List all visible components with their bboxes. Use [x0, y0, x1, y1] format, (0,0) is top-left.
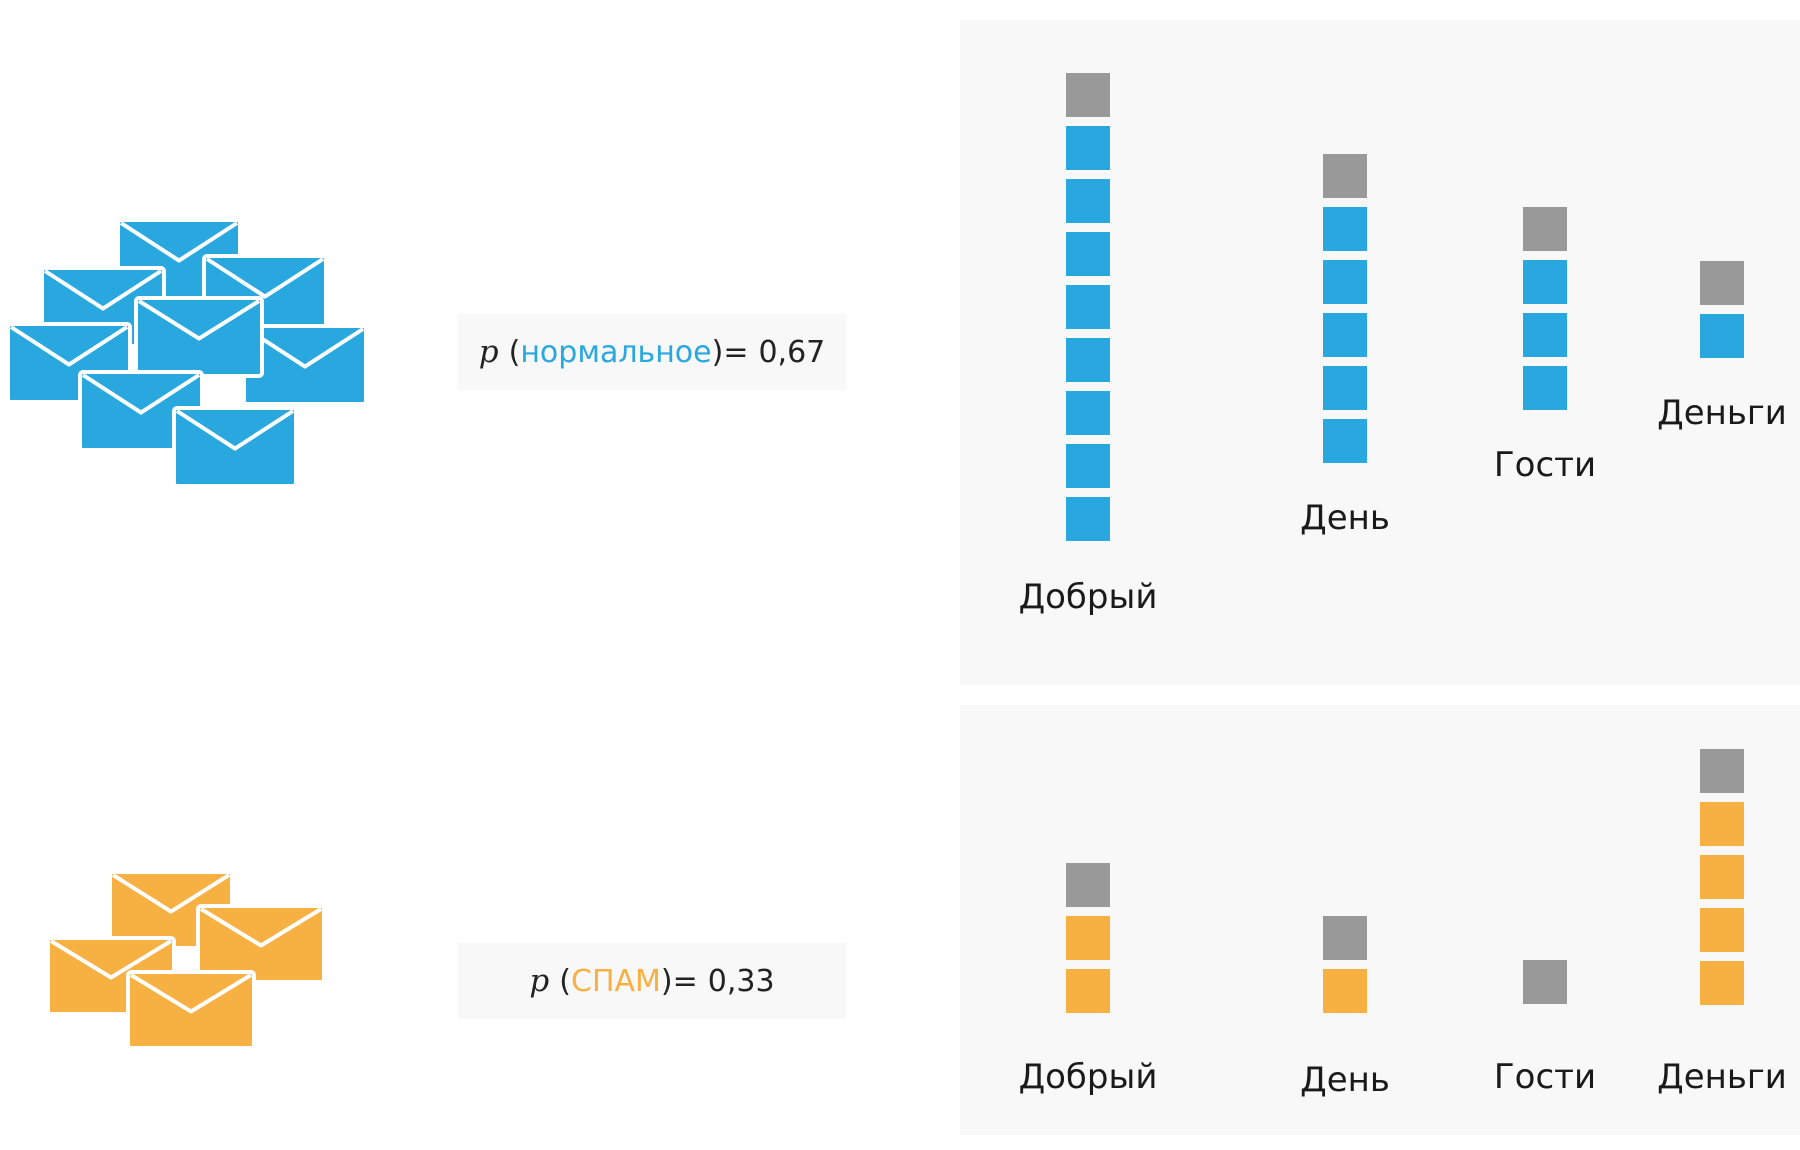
- word-count-square: [1323, 419, 1367, 463]
- mail-envelope-icon: [172, 406, 298, 488]
- prob-var: p: [478, 334, 499, 370]
- word-count-square: [1066, 285, 1110, 329]
- prob-spam-formula: p ( СПАМ )= 0,33: [458, 943, 846, 1019]
- smoothing-square: [1066, 73, 1110, 117]
- word-count-square: [1066, 497, 1110, 541]
- prob-class-label: нормальное: [520, 334, 712, 370]
- word-count-square: [1700, 961, 1744, 1005]
- word-count-square: [1323, 260, 1367, 304]
- word-count-square: [1700, 855, 1744, 899]
- word-count-square: [1066, 126, 1110, 170]
- prob-normal-formula: p ( нормальное )= 0,67: [458, 314, 846, 390]
- smoothing-square: [1523, 207, 1567, 251]
- mail-envelope-icon: [6, 218, 368, 488]
- word-count-square: [1700, 314, 1744, 358]
- smoothing-square: [1066, 863, 1110, 907]
- normal-word-counts-panel: Добрый День Гости Деньги: [960, 20, 1800, 685]
- prob-open-paren: (: [559, 963, 571, 999]
- word-label: День: [1300, 1060, 1390, 1100]
- word-count-square: [1066, 232, 1110, 276]
- word-count-square: [1066, 179, 1110, 223]
- prob-var: p: [529, 963, 550, 999]
- word-count-square: [1066, 391, 1110, 435]
- smoothing-square: [1323, 154, 1367, 198]
- word-count-square: [1323, 207, 1367, 251]
- word-count-square: [1323, 969, 1367, 1013]
- word-label: Деньги: [1657, 393, 1787, 433]
- smoothing-square: [1700, 749, 1744, 793]
- word-label: Добрый: [1018, 577, 1158, 617]
- word-count-square: [1323, 313, 1367, 357]
- prob-class-label: СПАМ: [571, 963, 661, 999]
- word-label: Добрый: [1018, 1057, 1158, 1097]
- spam-word-counts-panel: Добрый День Гости Деньги: [960, 705, 1800, 1135]
- word-count-square: [1523, 260, 1567, 304]
- prob-close-eq: )=: [660, 963, 698, 999]
- prob-value: 0,33: [707, 963, 775, 999]
- smoothing-square: [1323, 916, 1367, 960]
- word-count-square: [1066, 338, 1110, 382]
- mail-envelope-icon: [126, 970, 256, 1050]
- smoothing-square: [1700, 261, 1744, 305]
- word-count-square: [1523, 366, 1567, 410]
- smoothing-square: [1523, 960, 1567, 1004]
- word-label: Гости: [1493, 445, 1597, 485]
- mail-envelope-icon: [196, 904, 326, 984]
- word-count-square: [1523, 313, 1567, 357]
- word-count-square: [1066, 444, 1110, 488]
- word-label: Гости: [1493, 1057, 1597, 1097]
- word-count-square: [1700, 908, 1744, 952]
- word-count-square: [1066, 969, 1110, 1013]
- prob-close-eq: )=: [711, 334, 749, 370]
- word-count-square: [1323, 366, 1367, 410]
- word-label: Деньги: [1657, 1057, 1787, 1097]
- prob-open-paren: (: [508, 334, 521, 370]
- prob-value: 0,67: [758, 334, 826, 370]
- mail-envelope-icon: [46, 870, 326, 1050]
- word-label: День: [1300, 498, 1390, 538]
- word-count-square: [1066, 916, 1110, 960]
- word-count-square: [1700, 802, 1744, 846]
